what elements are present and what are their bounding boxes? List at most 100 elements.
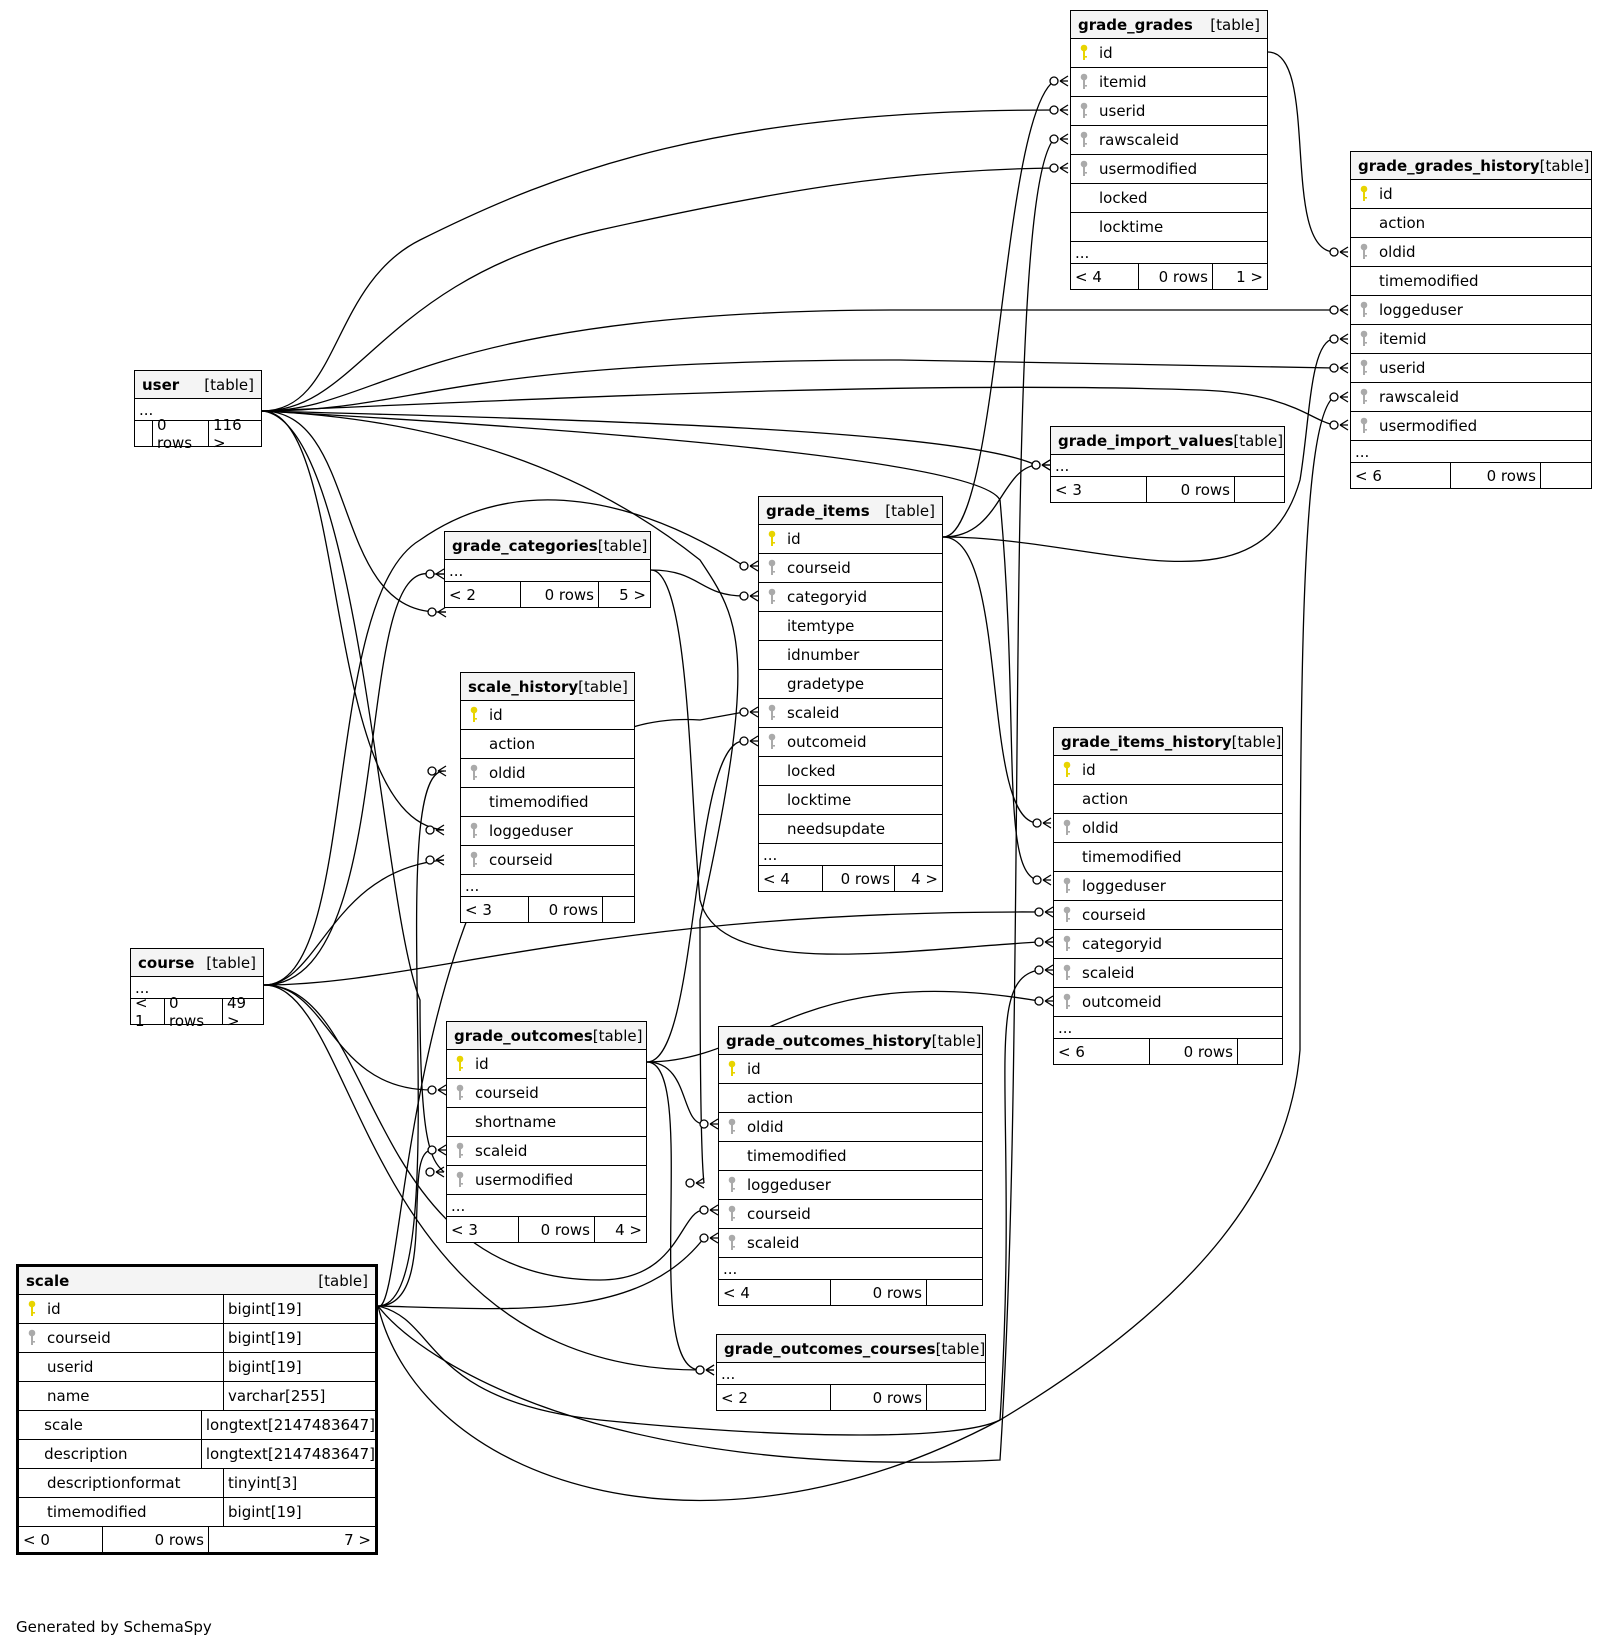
more-columns-ellipsis[interactable]: ... [717,1363,985,1385]
children-count[interactable] [1235,477,1284,502]
column-row-usermodified[interactable]: usermodified [1351,412,1591,441]
column-row-loggeduser[interactable]: loggeduser [719,1171,982,1200]
more-columns-ellipsis[interactable]: ... [135,399,261,421]
column-row-locked[interactable]: locked [759,757,942,786]
more-columns-ellipsis[interactable]: ... [759,844,942,866]
more-columns-ellipsis[interactable]: ... [1051,455,1284,477]
column-row-oldid[interactable]: oldid [1054,814,1282,843]
column-row-scaleid[interactable]: scaleid [719,1229,982,1258]
column-row-usermodified[interactable]: usermodified [447,1166,646,1195]
children-count[interactable] [603,897,634,922]
column-row-id[interactable]: id [461,701,634,730]
column-row-locktime[interactable]: locktime [759,786,942,815]
column-row-id[interactable]: id [1351,180,1591,209]
more-columns-ellipsis[interactable]: ... [445,560,650,582]
column-row-itemid[interactable]: itemid [1351,325,1591,354]
more-columns-ellipsis[interactable]: ... [131,977,263,999]
column-row-courseid[interactable]: courseid [461,846,634,875]
column-row-scaleid[interactable]: scaleid [447,1137,646,1166]
column-row-outcomeid[interactable]: outcomeid [759,728,942,757]
column-row-scaleid[interactable]: scaleid [1054,959,1282,988]
parents-count[interactable]: < 3 [447,1217,519,1242]
parents-count[interactable] [135,421,153,446]
column-row-locktime[interactable]: locktime [1071,213,1267,242]
column-row-outcomeid[interactable]: outcomeid [1054,988,1282,1017]
parents-count[interactable]: < 3 [1051,477,1147,502]
column-row-courseid[interactable]: courseid [1054,901,1282,930]
column-row-userid[interactable]: userid [1351,354,1591,383]
column-row-categoryid[interactable]: categoryid [759,583,942,612]
children-count[interactable]: 49 > [227,993,247,1030]
column-row-timemodified[interactable]: timemodified [1351,267,1591,296]
more-columns-ellipsis[interactable]: ... [461,875,634,897]
parents-count[interactable]: < 1 [131,994,165,1030]
column-row-action[interactable]: action [461,730,634,759]
parents-count[interactable]: < 0 [19,1527,103,1552]
column-row-timemodified[interactable]: timemodified [1054,843,1282,872]
column-row-id[interactable]: id [1071,39,1267,68]
column-row-scaleid[interactable]: scaleid [759,699,942,728]
column-row-timemodified[interactable]: timemodified [461,788,634,817]
parents-count[interactable]: < 2 [445,582,521,607]
children-count[interactable]: 7 > [344,1530,371,1549]
children-count[interactable]: 4 > [615,1220,642,1239]
column-row-action[interactable]: action [1054,785,1282,814]
children-count[interactable]: 5 > [619,585,646,604]
column-row-loggeduser[interactable]: loggeduser [1351,296,1591,325]
more-columns-ellipsis[interactable]: ... [719,1258,982,1280]
column-row-oldid[interactable]: oldid [1351,238,1591,267]
children-count[interactable] [1238,1039,1282,1064]
column-row-oldid[interactable]: oldid [719,1113,982,1142]
column-row-userid[interactable]: userid [1071,97,1267,126]
column-row-gradetype[interactable]: gradetype [759,670,942,699]
parents-count[interactable]: < 6 [1054,1039,1150,1064]
column-row-loggeduser[interactable]: loggeduser [461,817,634,846]
column-row-rawscaleid[interactable]: rawscaleid [1071,126,1267,155]
children-count[interactable] [1541,463,1591,488]
column-row-courseid[interactable]: courseid [719,1200,982,1229]
column-row-timemodified[interactable]: timemodified [719,1142,982,1171]
parents-count[interactable]: < 6 [1351,463,1451,488]
column-row-categoryid[interactable]: categoryid [1054,930,1282,959]
parents-count[interactable]: < 4 [719,1280,831,1305]
more-columns-ellipsis[interactable]: ... [1351,441,1591,463]
parents-count[interactable]: < 2 [717,1385,831,1410]
column-row-loggeduser[interactable]: loggeduser [1054,872,1282,901]
column-row-itemid[interactable]: itemid [1071,68,1267,97]
column-row-action[interactable]: action [719,1084,982,1113]
column-row-rawscaleid[interactable]: rawscaleid [1351,383,1591,412]
parents-count[interactable]: < 4 [759,866,823,891]
children-count[interactable]: 1 > [1236,267,1263,286]
children-count[interactable] [927,1385,985,1410]
column-row-itemtype[interactable]: itemtype [759,612,942,641]
column-row-needsupdate[interactable]: needsupdate [759,815,942,844]
column-row-id[interactable]: id [447,1050,646,1079]
children-count[interactable]: 4 > [911,869,938,888]
column-row-id[interactable]: id [759,525,942,554]
children-count[interactable] [927,1280,982,1305]
more-columns-ellipsis[interactable]: ... [1071,242,1267,264]
more-columns-ellipsis[interactable]: ... [447,1195,646,1217]
more-columns-ellipsis[interactable]: ... [1054,1017,1282,1039]
